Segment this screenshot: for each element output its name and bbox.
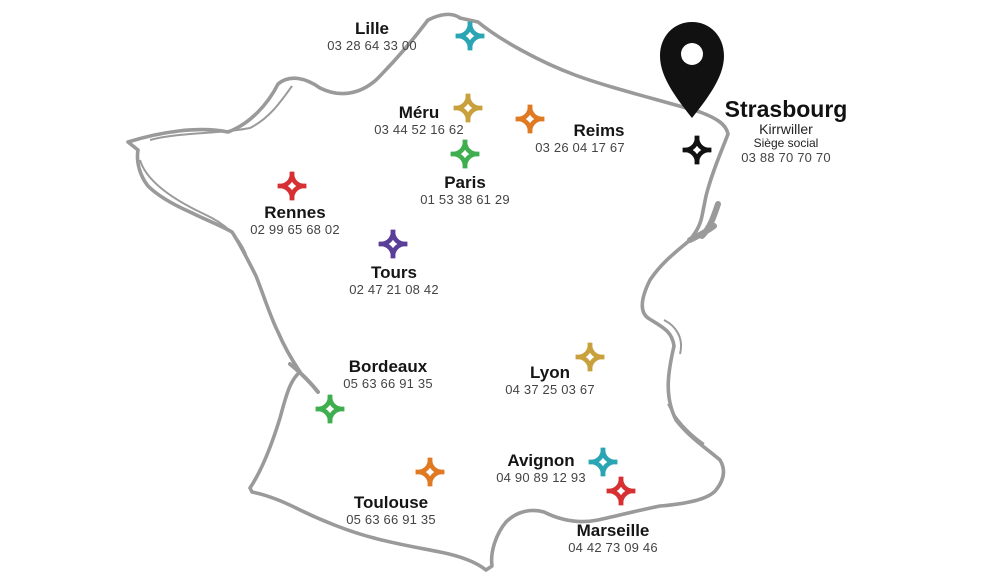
office-label-paris: Paris 01 53 38 61 29 xyxy=(406,174,524,206)
map-pin-icon xyxy=(660,22,724,118)
office-name: Paris xyxy=(444,173,486,192)
office-label-toulouse: Toulouse 05 63 66 91 35 xyxy=(330,494,452,526)
office-name: Lyon xyxy=(530,363,570,382)
office-phone: 02 99 65 68 02 xyxy=(250,222,340,237)
office-name: Rennes xyxy=(264,203,326,222)
office-phone: 03 44 52 16 62 xyxy=(374,122,464,137)
office-name: Avignon xyxy=(507,451,575,470)
office-phone: 05 63 66 91 35 xyxy=(346,512,436,527)
office-label-reims: Reims 03 26 04 17 67 xyxy=(524,122,636,154)
office-phone: 05 63 66 91 35 xyxy=(343,376,433,391)
office-name: Lille xyxy=(354,19,389,38)
outline-brush-west xyxy=(139,159,247,255)
office-name: Reims xyxy=(573,121,625,140)
office-phone: 04 37 25 03 67 xyxy=(505,382,595,397)
office-label-meru: Méru 03 44 52 16 62 xyxy=(358,104,480,136)
office-name: Méru xyxy=(398,103,440,122)
office-name: Toulouse xyxy=(353,493,429,512)
office-phone: 02 47 21 08 42 xyxy=(349,282,439,297)
office-label-rennes: Rennes 02 99 65 68 02 xyxy=(234,204,356,236)
office-phone: 04 42 73 09 46 xyxy=(568,540,658,555)
office-label-tours: Tours 02 47 21 08 42 xyxy=(334,264,454,296)
office-phone: 04 90 89 12 93 xyxy=(496,470,586,485)
outline-brush-southeast xyxy=(663,319,705,445)
headquarters-name: Strasbourg xyxy=(724,96,848,122)
office-name: Tours xyxy=(371,263,417,282)
office-phone: 03 28 64 33 00 xyxy=(327,38,417,53)
office-label-avignon: Avignon 04 90 89 12 93 xyxy=(480,452,602,484)
headquarters-subtitle: Kirrwiller xyxy=(759,121,813,137)
office-label-bordeaux: Bordeaux 05 63 66 91 35 xyxy=(328,358,448,390)
office-label-lille: Lille 03 28 64 33 00 xyxy=(310,20,434,52)
outline-brush-east xyxy=(687,201,721,243)
outline-brush-north xyxy=(149,85,293,141)
headquarters-note: Siège social xyxy=(753,136,819,150)
office-name: Marseille xyxy=(576,521,650,540)
headquarters-phone: 03 88 70 70 70 xyxy=(741,150,831,165)
office-phone: 01 53 38 61 29 xyxy=(420,192,510,207)
country-outline xyxy=(126,12,730,572)
office-phone: 03 26 04 17 67 xyxy=(535,140,625,155)
office-label-marseille: Marseille 04 42 73 09 46 xyxy=(552,522,674,554)
outline-brush-southwest xyxy=(288,362,320,394)
office-label-lyon: Lyon 04 37 25 03 67 xyxy=(490,364,610,396)
headquarters-label: Strasbourg Kirrwiller Siège social 03 88… xyxy=(706,96,866,165)
office-name: Bordeaux xyxy=(348,357,428,376)
